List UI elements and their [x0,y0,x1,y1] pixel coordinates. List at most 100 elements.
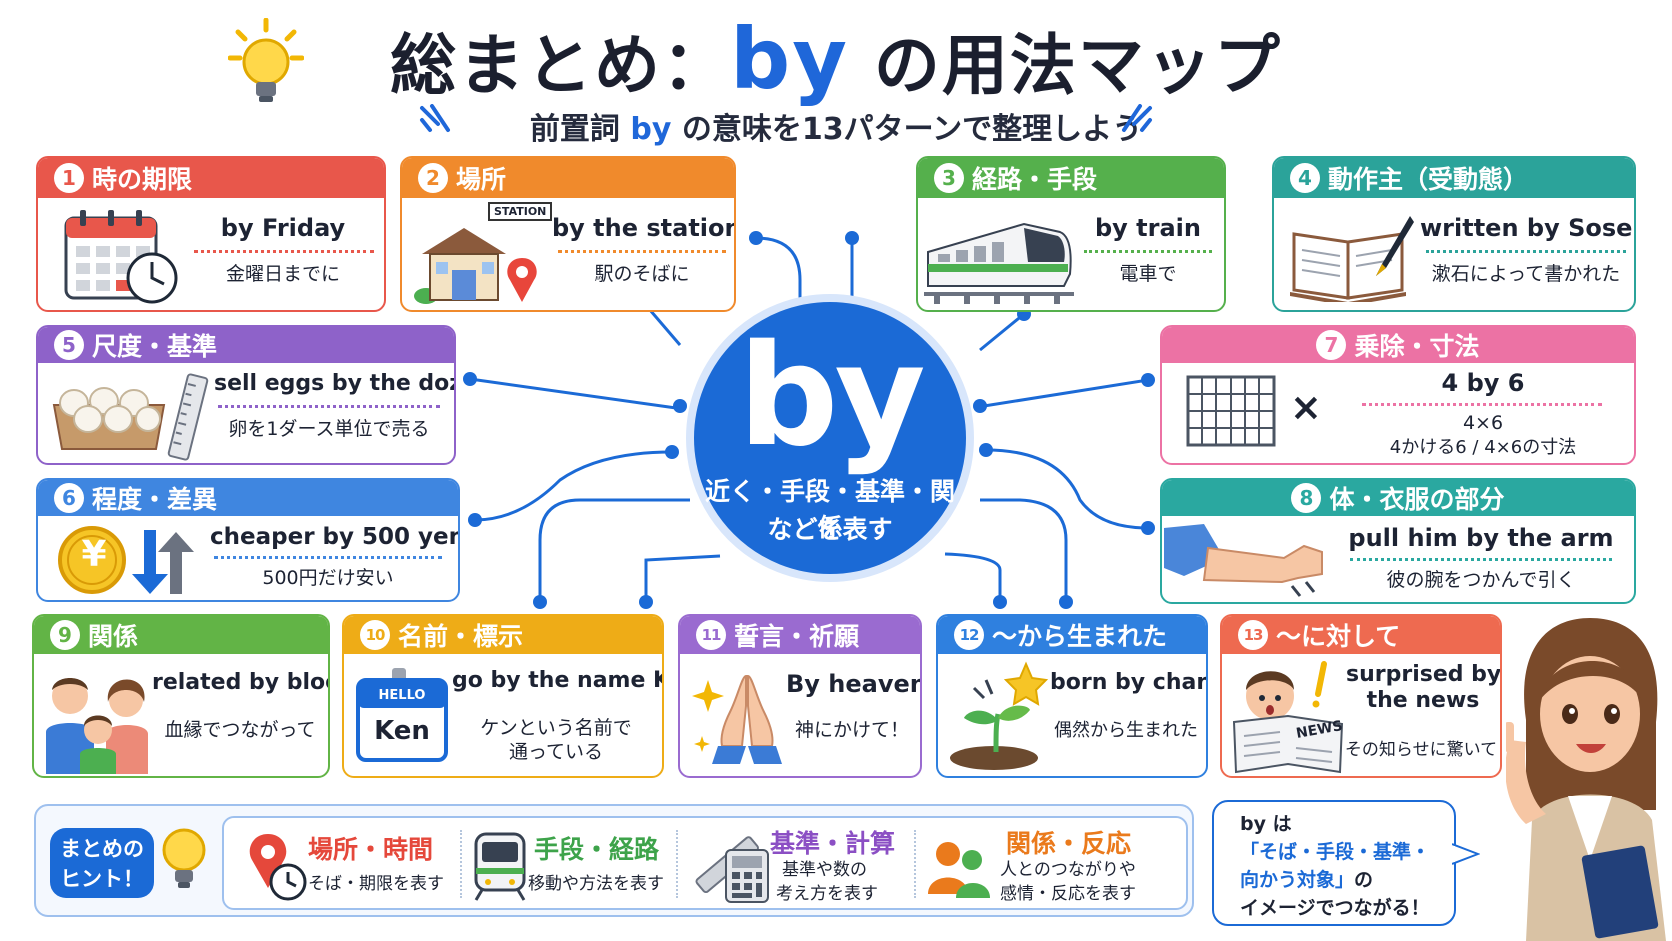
center-by-circle: by 近く・手段・基準・関係 などを表す [686,294,974,582]
calendar-clock-icon [64,210,178,304]
yen-coin-arrows-icon [58,526,194,594]
name-tag-icon [356,668,448,762]
card-number: 1 [54,163,84,193]
hint-title: 基準・計算 [770,829,896,858]
example-english: surprised by [1346,662,1502,687]
summary-hint-panel: まとめの ヒント！ 場所・時間 そば・期限を表す 手段・経路 移動や方法を [34,804,1194,917]
divider [214,556,442,559]
example-japanese: 彼の腕をつかんで引く [1386,569,1576,591]
card-number: 3 [934,163,964,193]
grid-icon [1186,375,1276,447]
card-number: 13 [1238,620,1268,650]
card-number: 7 [1316,330,1347,360]
card-number: 6 [54,483,84,513]
title-area: 総まとめ：by の用法マップ [0,4,1672,108]
card-title: 程度・差異 [92,485,218,514]
example-english-line2: the news [1366,688,1480,713]
divider [558,250,726,253]
divider [1084,250,1212,253]
card-number: 4 [1290,163,1320,193]
hint-desc-line2: 考え方を表す [776,884,878,904]
book-pen-icon [1290,216,1414,302]
hint-lightbulb-icon [162,828,206,888]
example-english: related by blood [152,670,328,695]
egg-carton-ruler-icon [52,373,209,461]
hint-item-standard-calc: 基準・計算 基準や数の 考え方を表す [680,818,910,908]
station-sign: STATION [488,202,553,221]
card-number: 11 [696,620,726,650]
card-number: 8 [1291,483,1322,513]
train-icon [924,222,1074,304]
card-number: 5 [54,330,84,360]
times-symbol: × [1290,385,1322,429]
hint-badge: まとめの ヒント！ [50,828,154,898]
example-english: by Friday [220,214,346,242]
example-japanese: 漱石によって書かれた [1431,263,1621,285]
station-pin-icon [414,228,537,304]
center-caption-line2: などを表す [767,515,893,544]
card-relation: 9関係 related by blood 血縁でつながって [32,614,330,778]
hint-categories: 場所・時間 そば・期限を表す 手段・経路 移動や方法を表す 基準・計算 [222,816,1188,910]
example-english: by train [1095,214,1201,242]
example-english: sell eggs by the dozen [214,371,454,396]
card-title: 乗除・寸法 [1354,332,1480,361]
page-title: 総まとめ：by の用法マップ [390,10,1282,108]
example-english: go by the name Ken [452,668,662,693]
divider [1350,558,1612,561]
boy-newspaper-icon [1232,661,1344,774]
hint-desc: 人とのつながりや [1000,860,1136,880]
center-caption-line1: 近く・手段・基準・関係 [704,477,955,542]
example-english: pull him by the arm [1348,524,1614,552]
card-number: 12 [954,620,984,650]
hint-desc: そば・期限を表す [308,874,444,894]
example-japanese: 500円だけ安い [262,567,394,589]
example-japanese: 金曜日までに [225,263,340,285]
sparkle-right-icon [1122,104,1152,132]
card-number: 10 [360,620,390,650]
train-front-icon [474,832,526,901]
teacher-illustration [1506,618,1666,941]
card-title: 誓言・祈願 [734,622,860,651]
example-japanese: 駅のそばに [594,263,690,285]
hello-label: HELLO [378,688,426,703]
card-born-from: 12 〜から生まれた born by chance 偶然から生まれた [936,614,1208,778]
card-title: 体・衣服の部分 [1329,485,1505,514]
card-title: 場所 [456,165,507,194]
example-japanese: 卵を1ダース単位で売る [228,418,430,440]
card-title: 動作主（受動態） [1328,165,1529,194]
card-scale-standard: 5尺度・基準 sell eggs by the dozen 卵を1ダース単位で売… [36,325,456,465]
name-tag-text: Ken [374,716,430,746]
example-english: By heaven! [786,670,920,698]
hint-item-relation-reaction: 関係・反応 人とのつながりや 感情・反応を表す [918,818,1188,908]
bubble-tail [1452,843,1480,865]
example-japanese: ケンという名前で [480,717,632,739]
sparkle-left-icon [420,104,450,132]
card-time-limit: 1 時の期限 by Friday 金曜日までに [36,156,386,312]
hint-desc: 基準や数の [782,860,867,880]
example-japanese-line2: 通っている [508,741,604,763]
teacher-speech-bubble: by は 「そば・手段・基準・ 向かう対象」の イメージでつながる！ [1212,800,1456,926]
hint-desc-line2: 感情・反応を表す [1000,884,1136,904]
example-japanese: 偶然から生まれた [1054,720,1198,741]
card-title: 〜から生まれた [992,622,1168,651]
example-english: cheaper by 500 yen [210,524,460,550]
divider [1426,250,1626,253]
hint-item-means-route: 手段・経路 移動や方法を表す [464,818,674,908]
hint-title: 関係・反応 [1006,829,1132,858]
example-english: 4 by 6 [1441,369,1525,397]
hint-title: 場所・時間 [308,835,434,864]
example-english: born by chance [1050,670,1206,695]
hint-title: 手段・経路 [534,835,660,864]
pin-clock-icon [249,834,307,901]
card-title: 時の期限 [92,165,193,194]
card-title: 経路・手段 [972,165,1098,194]
divider [218,405,440,408]
lightbulb-icon [228,18,304,102]
